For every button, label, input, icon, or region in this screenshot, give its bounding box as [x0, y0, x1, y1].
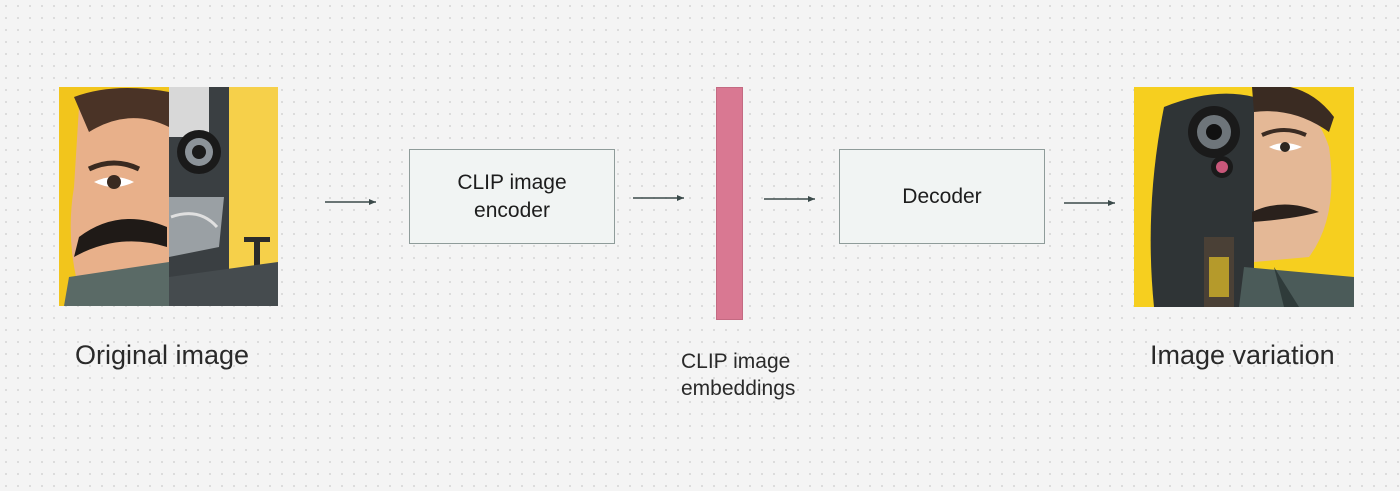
clip-image-embeddings-bar — [716, 87, 743, 320]
original-image — [59, 87, 278, 306]
original-image-caption: Original image — [75, 340, 250, 370]
clip-image-embeddings-label: CLIP image embeddings — [681, 350, 796, 400]
image-variation-caption: Image variation — [1150, 340, 1335, 370]
decoder-node: Decoder — [839, 149, 1045, 244]
clip-image-encoder-node: CLIP image encoder — [409, 149, 615, 244]
decoder-label: Decoder — [902, 184, 982, 208]
clip-image-encoder-label: CLIP image encoder — [457, 170, 567, 222]
image-variation — [1134, 87, 1354, 307]
